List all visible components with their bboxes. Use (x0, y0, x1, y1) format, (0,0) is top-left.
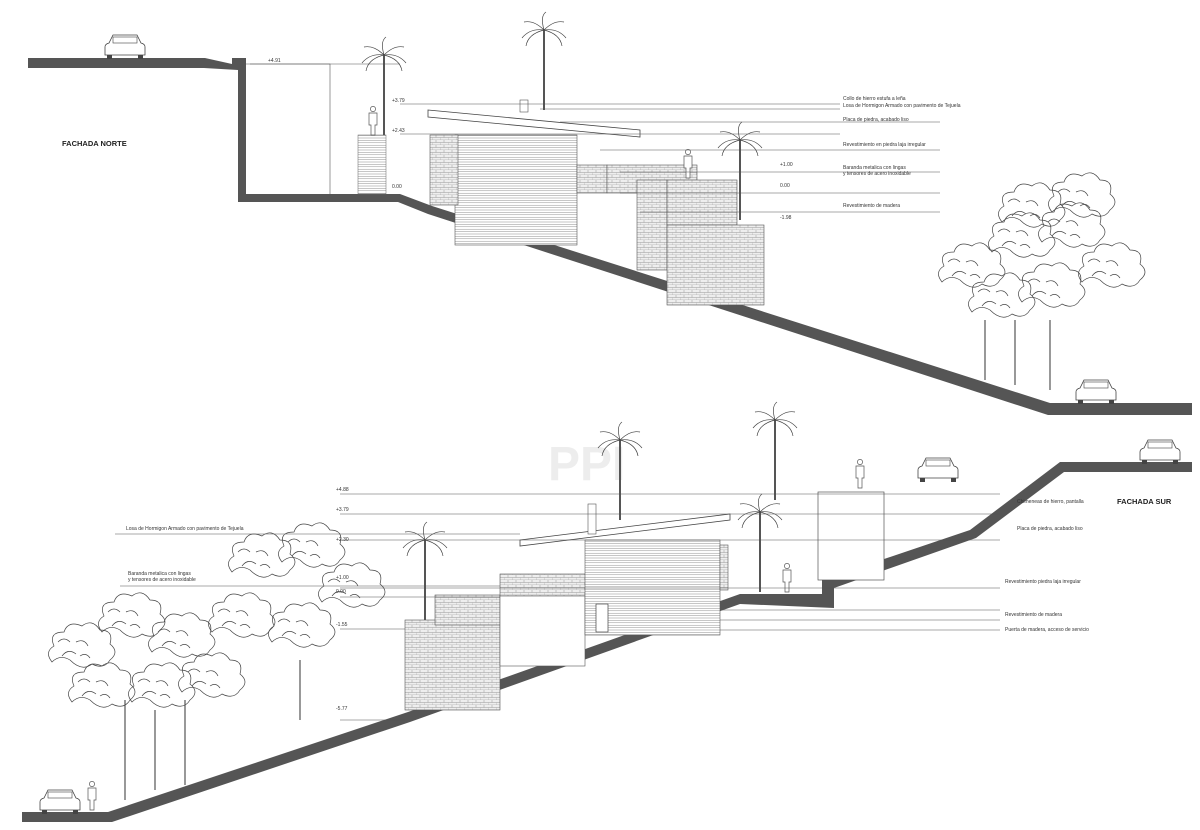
watermark: PPI (548, 438, 625, 491)
car-icon (1075, 379, 1117, 405)
svg-text:+2.30: +2.30 (336, 537, 349, 543)
svg-text:PPI: PPI (548, 438, 625, 491)
svg-text:y tensores de acero inoxidable: y tensores de acero inoxidable (843, 171, 911, 177)
svg-text:Chimeneas de hierro, pantalla: Chimeneas de hierro, pantalla (1017, 499, 1084, 505)
north-title: FACHADA NORTE (62, 139, 127, 148)
svg-text:+1.00: +1.00 (336, 575, 349, 581)
palm-tree-icon (737, 493, 783, 593)
svg-text:+3.79: +3.79 (336, 507, 349, 513)
south-elevation: FACHADA SUR +4.88 +3.79 +2.30 +1.00 0.00… (22, 401, 1192, 822)
svg-text:Revestimiento de madera: Revestimiento de madera (1005, 612, 1062, 618)
south-trees (48, 522, 386, 800)
svg-text:0.00: 0.00 (780, 183, 790, 189)
palm-tree-icon (752, 401, 798, 501)
svg-text:y tensores de acero inoxidable: y tensores de acero inoxidable (128, 577, 196, 583)
svg-text:Revestimiento en piedra laja i: Revestimiento en piedra laja irregular (843, 142, 926, 148)
person-figure-icon (87, 781, 97, 811)
person-figure-icon (855, 459, 865, 489)
svg-text:-1.55: -1.55 (336, 622, 348, 628)
north-levels: +4.91 +3.79 +2.43 0.00 +1.00 0.00 -1.98 (268, 58, 793, 221)
north-terrain (28, 58, 1192, 415)
svg-text:Collo de hierro estufa a leña: Collo de hierro estufa a leña (843, 96, 906, 102)
svg-text:0.00: 0.00 (392, 184, 402, 190)
north-trees (938, 172, 1146, 390)
svg-text:0.00: 0.00 (336, 589, 346, 595)
svg-text:Losa de Hormigon Armado con pa: Losa de Hormigon Armado con pavimento de… (843, 103, 961, 109)
svg-text:Revestimiento piedra laja irre: Revestimiento piedra laja irregular (1005, 579, 1081, 585)
south-terrain (22, 462, 1192, 822)
palm-tree-icon (521, 11, 567, 111)
svg-text:+4.88: +4.88 (336, 487, 349, 493)
svg-text:+1.00: +1.00 (780, 162, 793, 168)
south-levels: +4.88 +3.79 +2.30 +1.00 0.00 -1.55 -5.77 (336, 487, 349, 712)
svg-text:Baranda metalica con lingas: Baranda metalica con lingas (128, 571, 191, 577)
svg-text:Baranda metalica con lingas: Baranda metalica con lingas (843, 165, 906, 171)
south-title: FACHADA SUR (1117, 497, 1172, 506)
south-annotation-lines (115, 493, 1000, 721)
svg-text:Placa de piedra, acabado liso: Placa de piedra, acabado liso (1017, 526, 1083, 532)
north-retaining-volume (246, 63, 387, 195)
svg-text:Placa de piedra, acabado liso: Placa de piedra, acabado liso (843, 117, 909, 123)
south-house (404, 491, 885, 711)
north-elevation: FACHADA NORTE +4.91 +3.79 +2.43 0.00 +1.… (28, 11, 1192, 415)
north-notes: Collo de hierro estufa a leña Losa de Ho… (843, 96, 961, 209)
palm-tree-icon (361, 36, 407, 136)
svg-text:+4.91: +4.91 (268, 58, 281, 64)
svg-text:Losa de Hormigon Armado con pa: Losa de Hormigon Armado con pavimento de… (126, 526, 244, 532)
car-icon (917, 457, 959, 483)
car-icon (104, 34, 146, 60)
svg-text:+3.79: +3.79 (392, 98, 405, 104)
south-notes: Losa de Hormigon Armado con pavimento de… (126, 499, 1089, 633)
person-figure-icon (368, 106, 378, 136)
car-icon (1139, 439, 1181, 465)
svg-text:Revestimiento de madera: Revestimiento de madera (843, 203, 900, 209)
svg-text:+2.43: +2.43 (392, 128, 405, 134)
svg-text:-5.77: -5.77 (336, 706, 348, 712)
north-annotation-lines (250, 63, 940, 213)
car-icon (39, 789, 81, 815)
svg-text:Puerta de madera, acceso de se: Puerta de madera, acceso de servicio (1005, 627, 1089, 633)
north-house (427, 99, 765, 306)
svg-text:-1.98: -1.98 (780, 215, 792, 221)
